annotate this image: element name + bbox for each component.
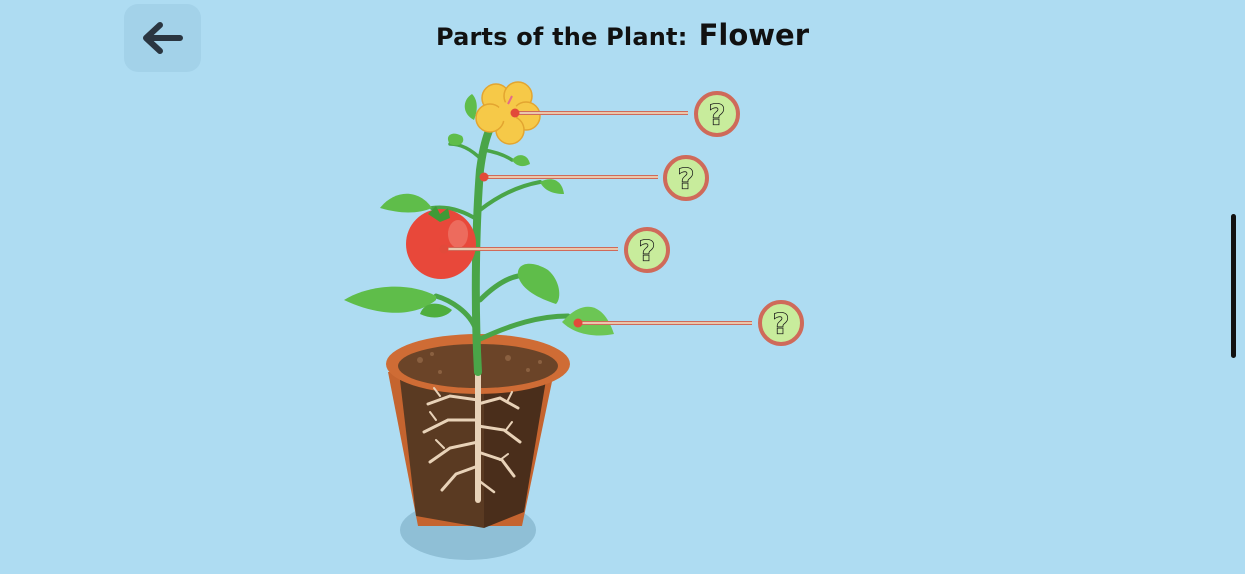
- label-button-stem[interactable]: ?: [663, 155, 709, 201]
- title-prefix: Parts of the Plant:: [435, 23, 688, 51]
- label-button-text: ?: [709, 98, 725, 131]
- label-pointers: [439, 108, 752, 328]
- label-button-flower[interactable]: ?: [694, 91, 740, 137]
- label-button-leaf[interactable]: ?: [758, 300, 804, 346]
- vertical-scrollbar[interactable]: [1231, 214, 1236, 358]
- label-button-text: ?: [678, 162, 694, 195]
- back-button[interactable]: [124, 4, 201, 72]
- page-title: Parts of the Plant: Flower: [0, 18, 1245, 52]
- label-button-fruit[interactable]: ?: [624, 227, 670, 273]
- title-part-name: Flower: [698, 18, 810, 52]
- tomato-fruit: [406, 206, 476, 279]
- label-button-text: ?: [773, 307, 789, 340]
- plant-roots: [422, 369, 522, 503]
- label-button-text: ?: [639, 234, 655, 267]
- arrow-left-icon: [142, 22, 183, 54]
